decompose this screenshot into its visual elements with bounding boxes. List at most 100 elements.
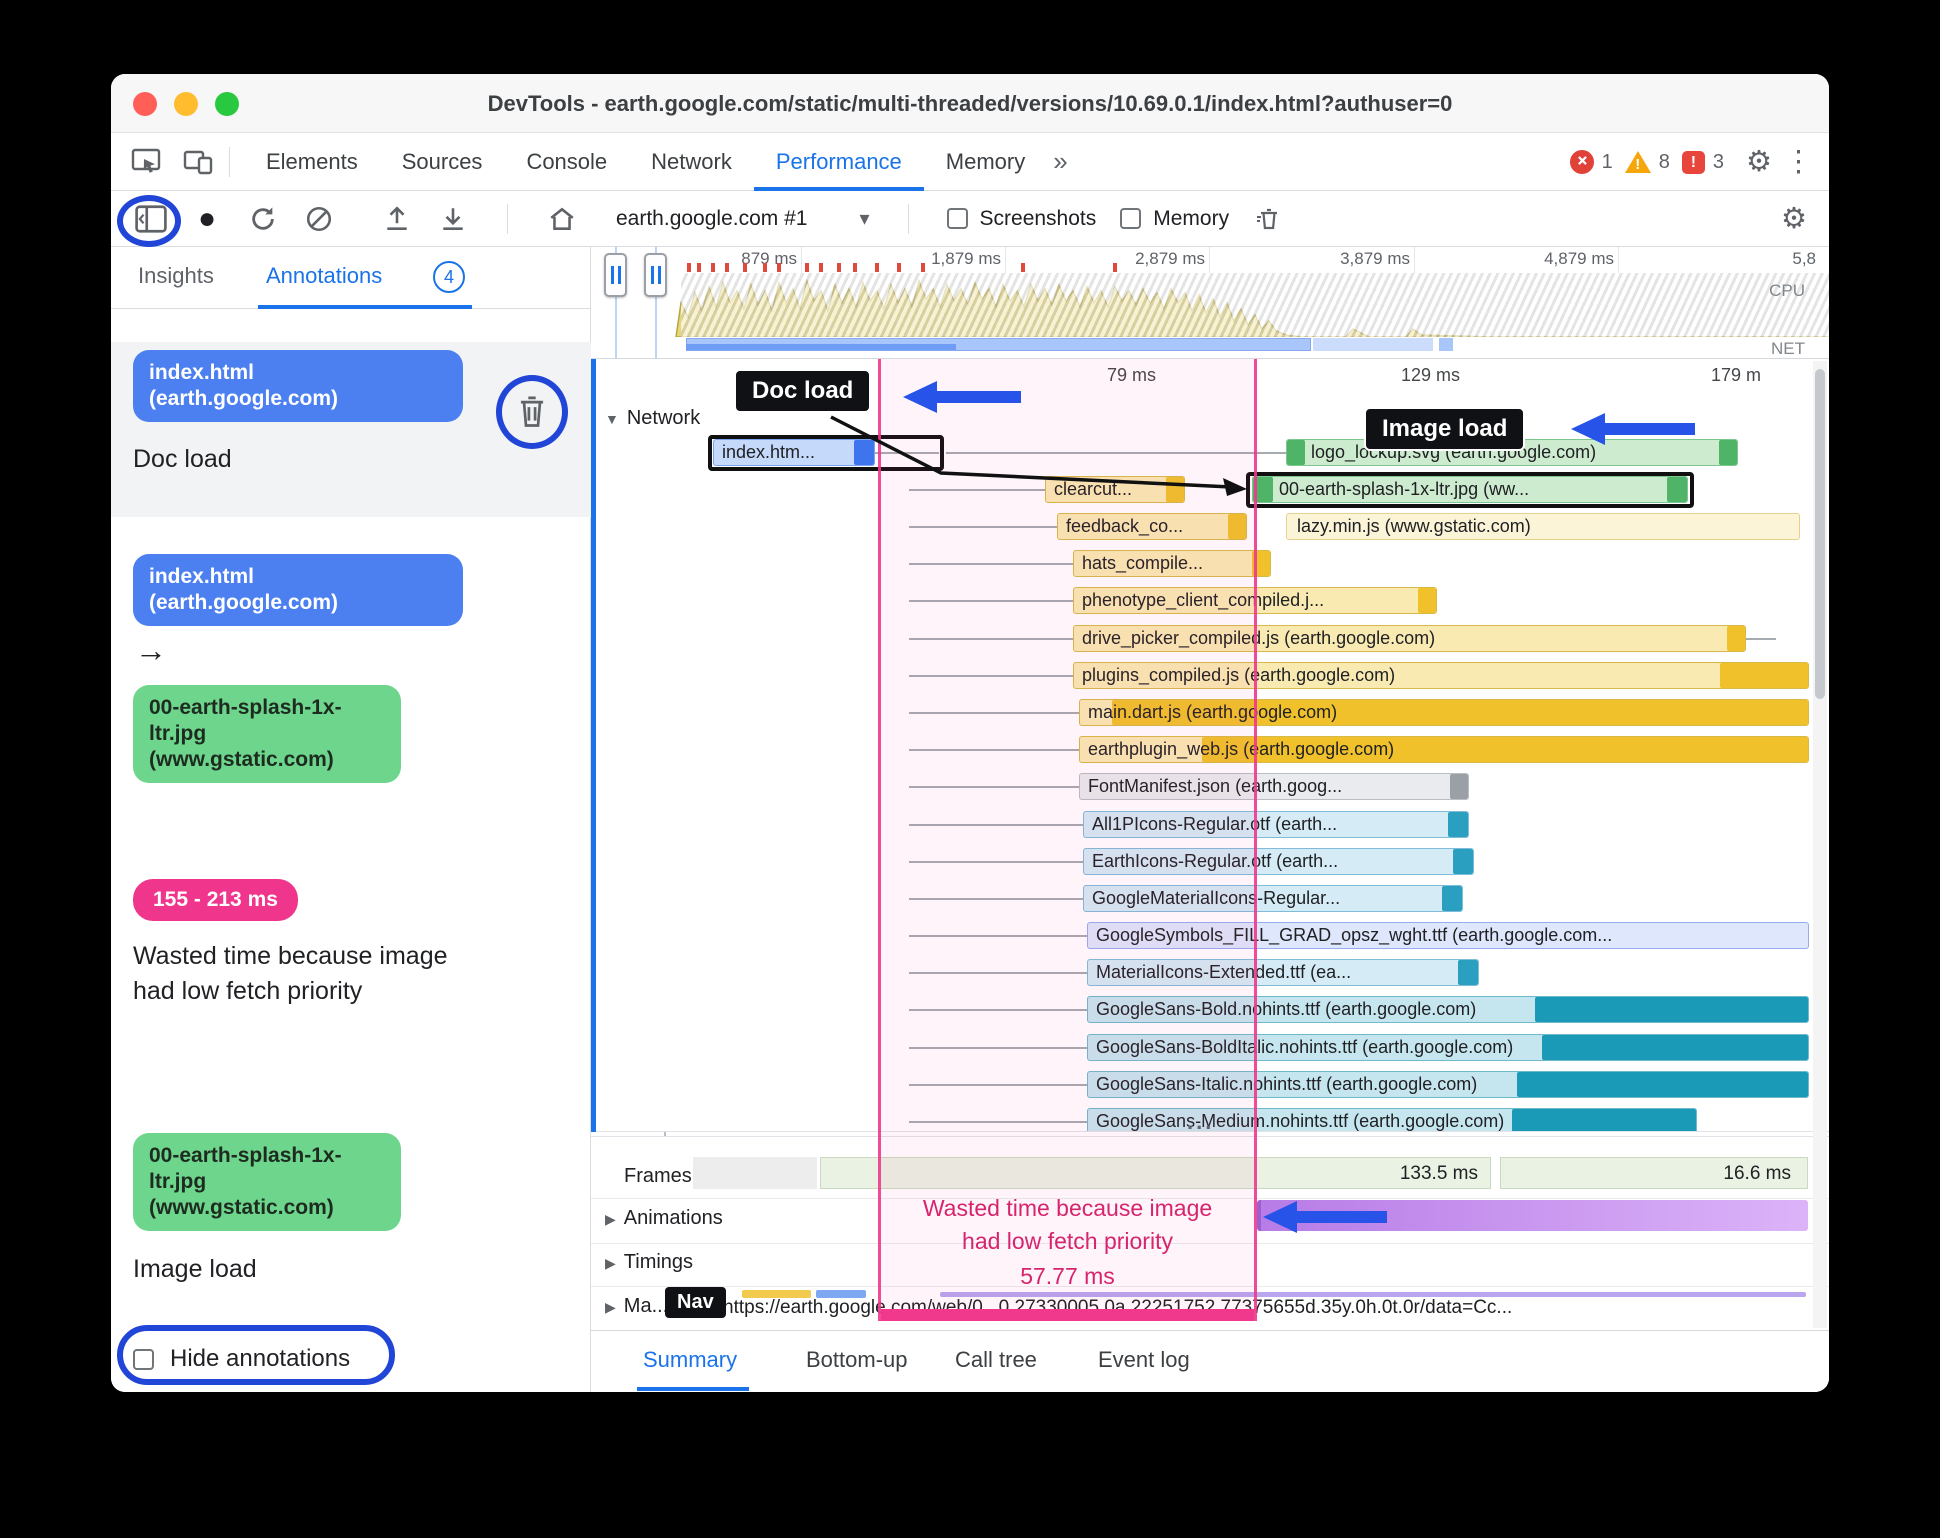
error-count[interactable]: 1 xyxy=(1601,150,1613,173)
network-track-selected-indicator xyxy=(591,359,596,1132)
tab-event-log[interactable]: Event log xyxy=(1098,1347,1190,1372)
tab-call-tree[interactable]: Call tree xyxy=(955,1347,1037,1372)
collect-garbage-icon[interactable] xyxy=(1253,203,1285,235)
memory-checkbox[interactable] xyxy=(1120,208,1142,229)
request-whisker xyxy=(909,563,1073,565)
network-request-bar[interactable]: GoogleSans-Italic.nohints.ttf (earth.goo… xyxy=(1087,1071,1809,1098)
tab-performance[interactable]: Performance xyxy=(754,133,924,191)
tab-annotations[interactable]: Annotations xyxy=(266,263,383,288)
overview-tick: 879 ms xyxy=(741,249,797,268)
network-request-bar[interactable]: lazy.min.js (www.gstatic.com) xyxy=(1286,513,1800,540)
annotation-pill-index-html[interactable]: index.html (earth.google.com) xyxy=(133,350,463,422)
annotation-pill-time-range[interactable]: 155 - 213 ms xyxy=(133,879,298,921)
settings-gear-icon[interactable]: ⚙ xyxy=(1746,145,1772,178)
target-selector-dropdown[interactable]: earth.google.com #1 ▾ xyxy=(616,206,870,231)
doc-load-annotation-label[interactable]: Doc load xyxy=(734,369,872,413)
network-request-bar[interactable]: hats_compile... xyxy=(1073,550,1271,577)
animations-track-header[interactable]: ▶Animations xyxy=(605,1207,723,1230)
network-request-bar[interactable]: GoogleSymbols_FILL_GRAD_opsz_wght.ttf (e… xyxy=(1087,922,1809,949)
network-request-bar[interactable]: drive_picker_compiled.js (earth.google.c… xyxy=(1073,625,1746,652)
upload-profile-icon[interactable] xyxy=(381,203,413,235)
request-bar-segment xyxy=(1450,774,1468,799)
request-bar-segment xyxy=(1517,1072,1808,1097)
network-request-bar[interactable]: logo_lockup.svg (earth.google.com) xyxy=(1286,439,1738,466)
device-toolbar-icon[interactable] xyxy=(181,145,215,179)
timeline-overview[interactable]: 879 ms 1,879 ms 2,879 ms 3,879 ms 4,879 … xyxy=(591,247,1829,359)
overflow-ellipsis[interactable]: ... xyxy=(1187,1109,1215,1134)
tab-sources[interactable]: Sources xyxy=(401,148,483,174)
frames-track-label[interactable]: Frames xyxy=(624,1165,692,1187)
wasted-time-text-line2: had low fetch priority xyxy=(962,1228,1173,1254)
request-label: GoogleSans-Bold.nohints.ttf (earth.googl… xyxy=(1096,999,1477,1019)
animation-event-bar[interactable] xyxy=(1257,1200,1808,1231)
network-request-bar[interactable]: GoogleSans-Medium.nohints.ttf (earth.goo… xyxy=(1087,1108,1697,1131)
annotation-label-wasted-time[interactable]: Wasted time because image had low fetch … xyxy=(133,942,448,1005)
reload-and-record-button[interactable] xyxy=(247,203,279,235)
network-track-header[interactable]: ▼Network xyxy=(605,407,700,430)
network-request-bar[interactable]: GoogleSans-Bold.nohints.ttf (earth.googl… xyxy=(1087,996,1809,1023)
issues-count[interactable]: 3 xyxy=(1712,150,1724,173)
main-track-header[interactable]: ▶Ma... xyxy=(605,1295,668,1318)
network-request-bar[interactable]: EarthIcons-Regular.otf (earth... xyxy=(1083,848,1474,875)
download-profile-icon[interactable] xyxy=(437,203,469,235)
kebab-menu-icon[interactable]: ⋮ xyxy=(1784,145,1813,178)
tab-network[interactable]: Network xyxy=(651,148,732,174)
network-request-bar[interactable]: MaterialIcons-Extended.ttf (ea... xyxy=(1087,959,1479,986)
annotation-label-image-load[interactable]: Image load xyxy=(133,1255,257,1283)
tab-bottom-up[interactable]: Bottom-up xyxy=(806,1347,908,1372)
network-request-bar[interactable]: clearcut... xyxy=(1045,476,1185,503)
request-bar-segment xyxy=(1448,812,1468,837)
network-request-bar[interactable]: phenotype_client_compiled.j... xyxy=(1073,587,1437,614)
overview-left-handle[interactable] xyxy=(604,253,627,297)
network-waterfall[interactable]: 79 ms 129 ms 179 m ▼Network index.htm...… xyxy=(591,359,1829,1132)
home-icon[interactable] xyxy=(546,203,578,235)
network-request-bar[interactable]: 00-earth-splash-1x-ltr.jpg (ww... xyxy=(1252,476,1688,503)
close-button[interactable] xyxy=(133,92,157,116)
frame-segment[interactable]: 133.5 ms xyxy=(820,1157,1491,1189)
network-request-bar[interactable]: GoogleSans-BoldItalic.nohints.ttf (earth… xyxy=(1087,1034,1809,1061)
tab-insights[interactable]: Insights xyxy=(138,263,214,288)
nav-annotation-label[interactable]: Nav xyxy=(665,1287,726,1318)
screenshots-checkbox[interactable] xyxy=(946,208,968,229)
zoom-button[interactable] xyxy=(215,92,239,116)
vertical-scrollbar[interactable] xyxy=(1813,361,1827,1328)
tab-elements[interactable]: Elements xyxy=(266,148,358,174)
annotation-pill-splash-jpg[interactable]: 00-earth-splash-1x-ltr.jpg (www.gstatic.… xyxy=(133,685,401,783)
network-request-bar[interactable]: feedback_co... xyxy=(1057,513,1247,540)
annotation-label-doc-load[interactable]: Doc load xyxy=(133,445,232,473)
annotation-highlight-box xyxy=(708,435,944,471)
overview-right-handle[interactable] xyxy=(644,253,667,297)
network-request-bar[interactable]: FontManifest.json (earth.goog... xyxy=(1079,773,1469,800)
inspect-element-icon[interactable] xyxy=(129,145,163,179)
tab-memory[interactable]: Memory xyxy=(945,148,1026,174)
error-badge-icon[interactable]: + xyxy=(1569,149,1594,174)
scrollbar-thumb[interactable] xyxy=(1815,369,1825,699)
issues-badge-icon[interactable]: ! xyxy=(1681,150,1705,174)
annotation-pill-index-html-2[interactable]: index.html (earth.google.com) xyxy=(133,554,463,626)
tab-console[interactable]: Console xyxy=(526,148,608,174)
warning-count[interactable]: 8 xyxy=(1658,150,1670,173)
network-request-bar[interactable]: All1PIcons-Regular.otf (earth... xyxy=(1083,811,1469,838)
minimize-button[interactable] xyxy=(174,92,198,116)
capture-settings-gear-icon[interactable]: ⚙ xyxy=(1781,202,1807,235)
toggle-sidebar-icon[interactable] xyxy=(135,203,167,235)
frame-segment[interactable] xyxy=(693,1157,817,1189)
tab-summary[interactable]: Summary xyxy=(643,1347,738,1372)
image-load-annotation-label[interactable]: Image load xyxy=(1364,407,1526,451)
annotation-pill-splash-jpg-2[interactable]: 00-earth-splash-1x-ltr.jpg (www.gstatic.… xyxy=(133,1133,401,1231)
timings-track-header[interactable]: ▶Timings xyxy=(605,1251,693,1274)
hide-annotations-checkbox[interactable] xyxy=(133,1348,154,1370)
warning-badge-icon[interactable]: ! xyxy=(1624,151,1651,173)
network-request-bar[interactable]: earthplugin_web.js (earth.google.com) xyxy=(1079,736,1809,763)
record-button[interactable]: ● xyxy=(197,201,217,235)
request-bar-segment xyxy=(1720,663,1808,688)
network-request-bar[interactable]: GoogleMaterialIcons-Regular... xyxy=(1083,885,1463,912)
network-request-bar[interactable]: main.dart.js (earth.google.com) xyxy=(1079,699,1809,726)
request-whisker xyxy=(909,489,1045,491)
delete-annotation-button[interactable] xyxy=(516,393,548,431)
clear-button[interactable] xyxy=(303,203,335,235)
network-request-bar[interactable]: plugins_compiled.js (earth.google.com) xyxy=(1073,662,1809,689)
frame-segment[interactable]: 16.6 ms xyxy=(1500,1157,1808,1189)
annotations-count-badge: 4 xyxy=(433,261,465,293)
more-tabs-icon[interactable]: » xyxy=(1053,146,1068,176)
